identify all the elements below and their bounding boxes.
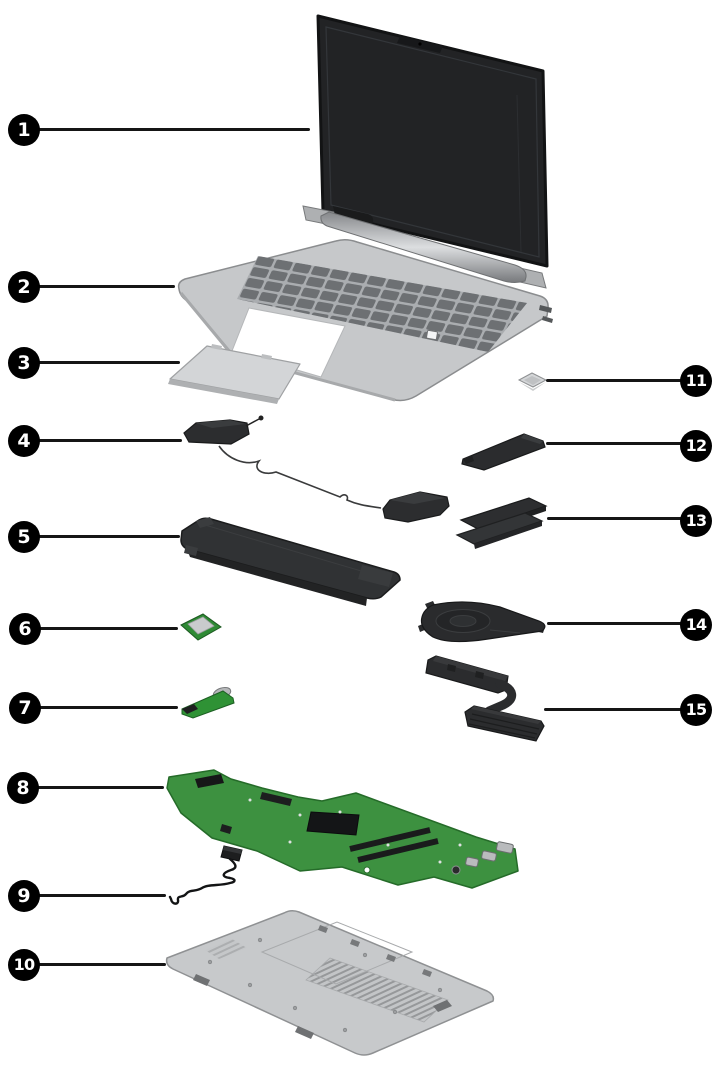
leader-line-6: [39, 627, 178, 630]
leader-line-7: [39, 706, 178, 709]
part-wlan-module: [180, 613, 222, 641]
cable-wire: [168, 857, 237, 905]
callout-6: 6: [9, 613, 41, 645]
callout-12: 12: [680, 430, 712, 462]
battery-side: [187, 549, 367, 606]
leader-line-15: [544, 708, 682, 711]
callout-14: 14: [680, 609, 712, 641]
usb-port: [481, 850, 497, 862]
callout-3: 3: [8, 347, 40, 379]
leader-line-10: [38, 963, 166, 966]
fingerprint-reader-cutout: [426, 329, 438, 341]
callout-10: 10: [8, 949, 40, 981]
service-door-seam: [260, 921, 414, 985]
touchpad-cutout: [231, 307, 346, 378]
rubber-foot: [193, 974, 210, 986]
rubber-foot: [295, 1026, 314, 1039]
callout-4: 4: [8, 425, 40, 457]
part-drive-shield-plates: [455, 497, 548, 549]
part-heat-sink: [425, 655, 545, 742]
hdmi-port: [465, 856, 479, 868]
leader-line-2: [38, 285, 175, 288]
part-system-board: [166, 769, 519, 889]
part-power-connector-cable: [168, 845, 243, 905]
heat-pipe: [484, 679, 517, 716]
usb-port: [496, 841, 514, 854]
callout-8: 8: [7, 772, 39, 804]
leader-line-9: [38, 894, 166, 897]
part-small-chip: [517, 372, 548, 391]
memory-slot: [357, 838, 439, 863]
speaker-grille: [205, 939, 247, 959]
processor-chip: [306, 811, 360, 836]
display-panel: [316, 14, 549, 268]
leader-line-3: [38, 361, 180, 364]
leader-line-1: [38, 128, 310, 131]
leader-line-12: [546, 442, 682, 445]
callout-7: 7: [9, 692, 41, 724]
leader-line-5: [38, 535, 180, 538]
callout-5: 5: [8, 521, 40, 553]
heatsink-fins-block: [464, 705, 545, 742]
callout-2: 2: [8, 271, 40, 303]
wlan-label: [187, 616, 215, 635]
usb-board-pcb: [181, 690, 235, 719]
memory-slot: [349, 827, 431, 852]
part-display-assembly: [302, 14, 549, 289]
rubber-foot: [433, 1000, 452, 1012]
leader-line-13: [547, 517, 682, 520]
part-touchpad: [168, 344, 301, 404]
leader-line-14: [547, 622, 682, 625]
part-solid-state-drive: [461, 433, 546, 471]
leader-line-4: [38, 439, 182, 442]
leader-line-8: [37, 786, 164, 789]
part-battery: [180, 517, 401, 606]
vent-grille: [305, 957, 449, 1023]
callout-13: 13: [680, 505, 712, 537]
callout-11: 11: [680, 365, 712, 397]
part-fan: [418, 601, 546, 643]
part-usb-board: [181, 686, 235, 719]
callout-15: 15: [680, 694, 712, 726]
audio-jack: [451, 865, 461, 875]
leader-line-11: [546, 379, 682, 382]
callout-1: 1: [8, 114, 40, 146]
keyboard-keys: [237, 256, 527, 352]
part-speakers: [183, 415, 450, 523]
callout-9: 9: [8, 880, 40, 912]
speaker-cable: [218, 445, 382, 509]
part-bottom-cover: [165, 909, 495, 1056]
hinge-bar: [320, 211, 527, 283]
